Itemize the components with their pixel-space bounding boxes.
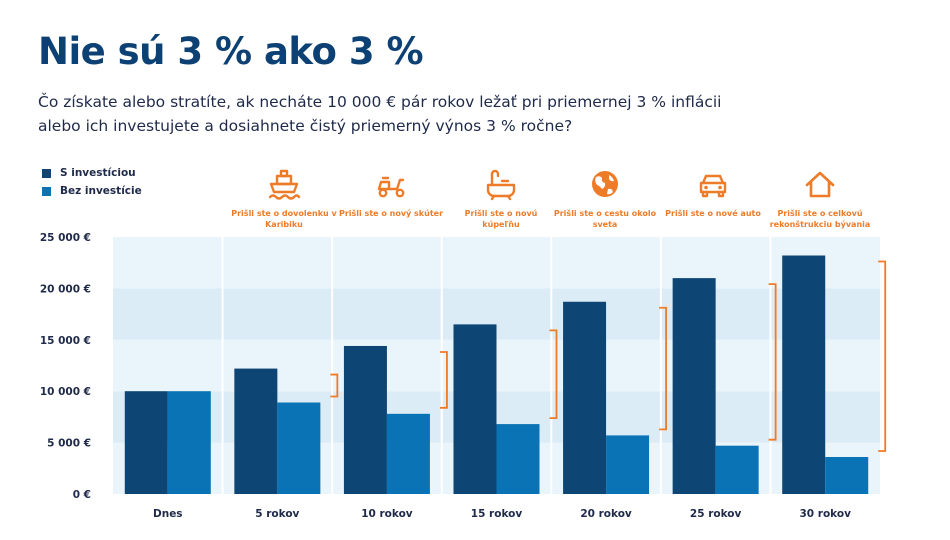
milestone-caption: Prišli ste o celkovú rekonštrukciu bývan… <box>769 209 871 229</box>
y-tick-label: 10 000 € <box>40 386 91 398</box>
milestone-scooter: Prišli ste o nový skúter <box>336 168 446 219</box>
y-tick-label: 5 000 € <box>47 438 91 450</box>
y-tick-label: 20 000 € <box>40 283 91 295</box>
legend-swatch-noinvest <box>42 186 51 196</box>
milestone-caption: Prišli ste o novú kúpeľňu <box>464 209 538 229</box>
bar-s-investiciou <box>453 324 497 494</box>
subtitle-line: alebo ich investujete a dosiahnete čistý… <box>38 117 573 135</box>
bar-s-investiciou <box>234 368 278 494</box>
x-tick-label: 5 rokov <box>255 508 299 520</box>
bar-s-investiciou <box>782 255 826 494</box>
y-tick-label: 15 000 € <box>40 335 91 347</box>
bar-s-investiciou <box>563 301 607 494</box>
bar-s-investiciou <box>343 345 387 494</box>
difference-bracket <box>878 260 887 452</box>
chart-legend: S investíciou Bez investície <box>42 164 142 200</box>
bar-bez-investicie <box>277 402 321 494</box>
milestone-renovation: Prišli ste o celkovú rekonštrukciu bývan… <box>765 168 875 230</box>
legend-label-invest: S investíciou <box>60 167 136 179</box>
bar-bez-investicie <box>825 456 869 494</box>
milestone-bathroom: Prišli ste o novú kúpeľňu <box>446 168 556 230</box>
difference-bracket <box>659 306 667 431</box>
milestone-vacation: Prišli ste o dovolenku v Karibiku <box>229 168 339 230</box>
y-tick-label: 0 € <box>73 489 91 501</box>
page-title: Nie sú 3 % ako 3 % <box>38 30 424 73</box>
x-tick-label: 15 rokov <box>471 508 523 520</box>
milestone-caption: Prišli ste o dovolenku v Karibiku <box>231 209 337 229</box>
bar-bez-investicie <box>496 424 540 494</box>
x-tick-label: 10 rokov <box>361 508 413 520</box>
subtitle-line: Čo získate alebo stratíte, ak necháte 10… <box>38 93 722 111</box>
difference-bracket <box>439 351 448 409</box>
bar-bez-investicie <box>606 435 650 494</box>
bar-bez-investicie <box>715 445 759 494</box>
y-tick-label: 25 000 € <box>40 232 91 244</box>
house-icon <box>805 171 835 198</box>
milestone-caption: Prišli ste o nové auto <box>665 209 761 218</box>
milestone-caption: Prišli ste o cestu okolo sveta <box>553 209 657 229</box>
scooter-icon <box>377 176 405 198</box>
difference-bracket <box>549 329 558 419</box>
legend-label-noinvest: Bez investície <box>60 185 142 197</box>
subtitle: Čo získate alebo stratíte, ak necháte 10… <box>38 90 722 138</box>
bar-s-investiciou <box>124 391 168 494</box>
x-tick-label: Dnes <box>153 508 183 520</box>
x-tick-label: 30 rokov <box>800 508 852 520</box>
legend-swatch-invest <box>42 168 51 178</box>
difference-bracket <box>330 373 339 398</box>
ship-icon <box>268 169 301 200</box>
milestone-caption: Prišli ste o nový skúter <box>338 209 444 218</box>
x-tick-label: 20 rokov <box>580 508 632 520</box>
globe-icon <box>592 171 618 197</box>
car-icon <box>699 174 727 198</box>
milestone-car: Prišli ste o nové auto <box>658 168 768 219</box>
bathtub-icon <box>486 169 516 201</box>
bar-s-investiciou <box>672 278 716 494</box>
legend-item-noinvest: Bez investície <box>42 182 142 200</box>
x-tick-label: 25 rokov <box>690 508 742 520</box>
difference-bracket <box>768 283 777 441</box>
legend-item-invest: S investíciou <box>42 164 142 182</box>
background-band <box>113 237 880 289</box>
bar-bez-investicie <box>386 413 430 494</box>
bar-bez-investicie <box>167 391 211 494</box>
milestone-world-trip: Prišli ste o cestu okolo sveta <box>550 168 660 230</box>
